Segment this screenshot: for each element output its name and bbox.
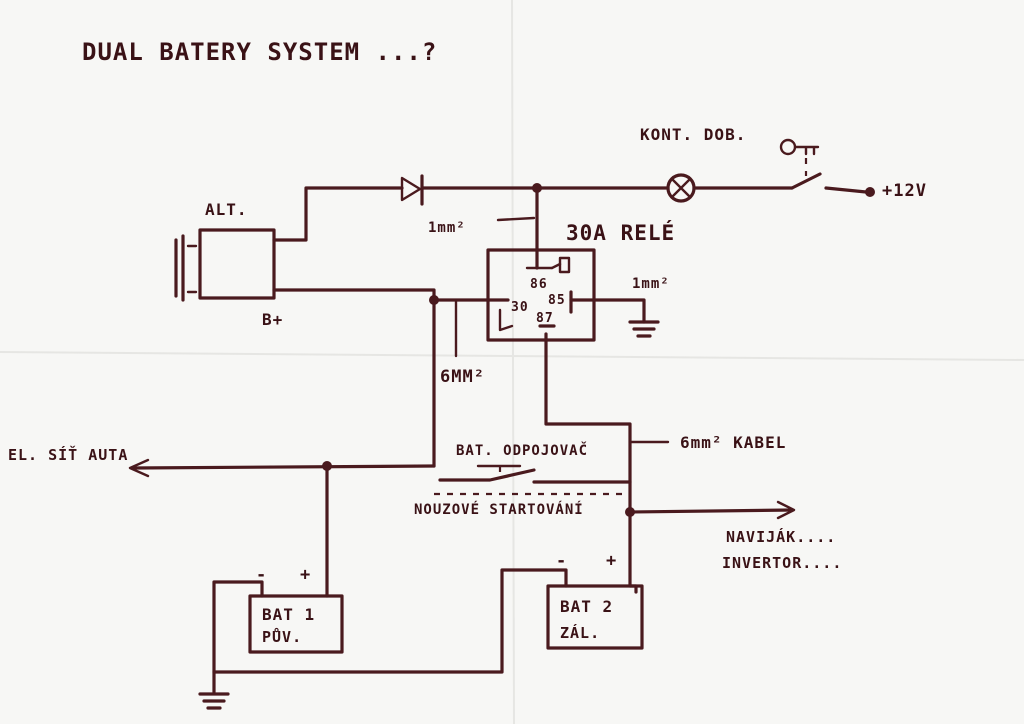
- inverter-label: INVERTOR....: [722, 554, 842, 572]
- relay-pin-30: 30: [511, 300, 529, 315]
- relay-pin-87: 87: [536, 311, 554, 326]
- battery-1-symbol: [248, 594, 344, 654]
- disconnector-label: BAT. ODPOJOVAČ: [456, 441, 588, 459]
- paper-crease: [0, 351, 1024, 361]
- alternator-symbol: [174, 228, 276, 302]
- bat2-plus-label: +: [606, 551, 617, 571]
- paper-crease: [511, 0, 515, 724]
- relay-pin-86: 86: [530, 277, 548, 292]
- bat2-minus-label: -: [556, 551, 567, 571]
- relay-label: 30A RELÉ: [566, 220, 675, 245]
- ignition-switch-symbol: [790, 172, 875, 197]
- diagram-title: DUAL BATERY SYSTEM ...?: [82, 38, 437, 66]
- relay-pin-85: 85: [548, 293, 566, 308]
- bat2-negative-wire: [212, 568, 568, 674]
- bat1-negative-wire: [212, 580, 264, 694]
- car-network-wire: [132, 464, 436, 470]
- relay-output-wire: [544, 332, 632, 514]
- car-network-label: EL. SÍŤ AUTA: [8, 445, 128, 464]
- relay-symbol: [486, 248, 596, 342]
- accessory-wire: [628, 508, 794, 514]
- winch-label: NAVIJÁK....: [726, 527, 836, 546]
- b-plus-label: B+: [262, 310, 283, 329]
- warning-lamp-symbol: [666, 173, 696, 203]
- bat2-positive-wire: [628, 510, 638, 594]
- arrow-icon: [776, 500, 796, 520]
- alternator-output-wire: [272, 288, 510, 302]
- signal-wire-gauge-label: 1mm²: [428, 220, 466, 236]
- ground-symbol: [198, 692, 230, 710]
- bat1-minus-label: -: [256, 565, 267, 585]
- bat2-label: BAT 2: [560, 597, 613, 616]
- bat1-sublabel: PŮV.: [262, 627, 302, 646]
- arrow-icon: [128, 458, 150, 478]
- diode-symbol: [400, 174, 424, 206]
- bat2-sublabel: ZÁL.: [560, 623, 600, 642]
- gauge-pointer: [496, 216, 536, 222]
- warning-lamp-label: KONT. DOB.: [640, 125, 746, 144]
- ground-symbol: [628, 320, 660, 338]
- emergency-start-label: NOUZOVÉ STARTOVÁNÍ: [414, 501, 584, 518]
- disconnector-switch: [438, 468, 536, 482]
- cable-gauge-label: 6mm² KABEL: [680, 433, 786, 452]
- relay-ground-wire: [569, 298, 646, 324]
- alternator-signal-wire: [272, 186, 404, 242]
- bat1-plus-label: +: [300, 565, 311, 585]
- alternator-label: ALT.: [205, 200, 248, 219]
- ground-wire-gauge-label: 1mm²: [632, 276, 670, 292]
- key-icon: [779, 138, 820, 176]
- battery-2-symbol: [546, 584, 644, 650]
- supply-label: +12V: [882, 181, 927, 201]
- main-wire-gauge-label: 6MM²: [440, 367, 485, 387]
- bat1-label: BAT 1: [262, 605, 315, 624]
